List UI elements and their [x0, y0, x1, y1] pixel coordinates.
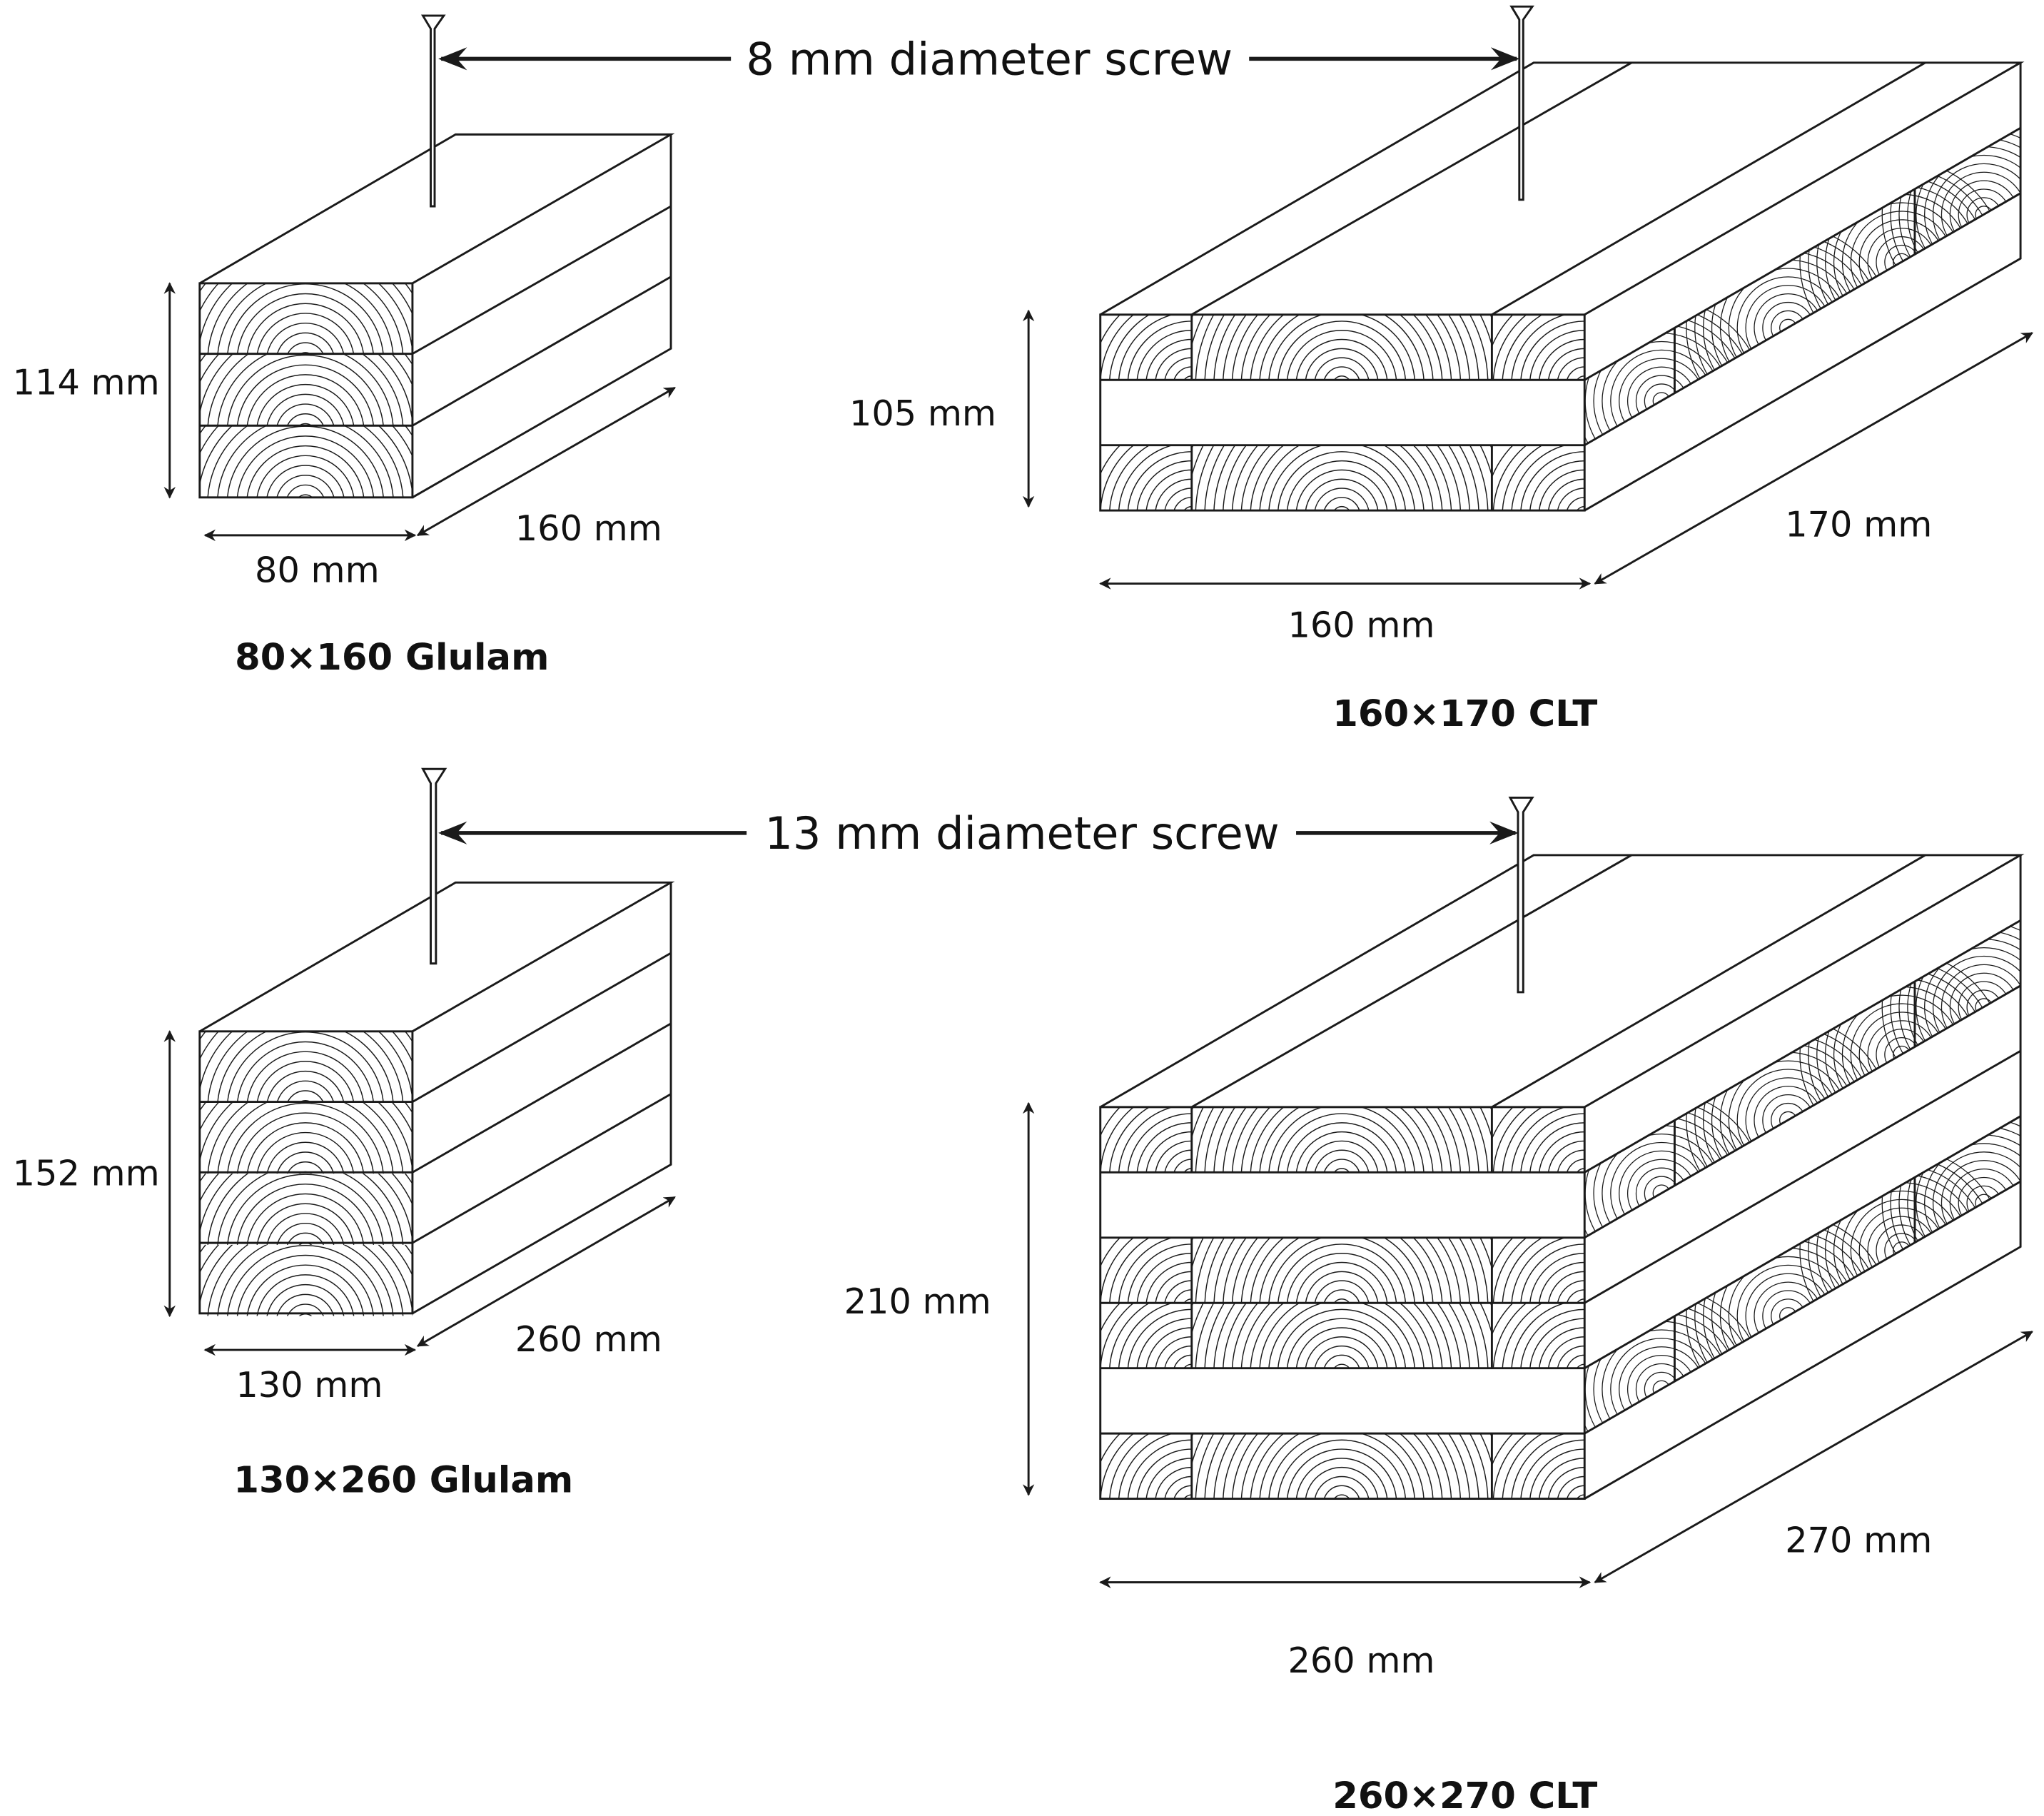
screw-label-8mm: 8 mm diameter screw — [746, 33, 1233, 85]
growth-rings — [199, 1031, 413, 1103]
screw-callout-8mm: 8 mm diameter screw — [438, 33, 1520, 85]
growth-rings — [199, 1174, 413, 1245]
dim-label-clt-large-width: 260 mm — [1287, 1640, 1435, 1681]
growth-rings — [1191, 314, 1492, 380]
screw-label-13mm: 13 mm diameter screw — [764, 807, 1279, 859]
title-glulam-small: 80×160 Glulam — [235, 636, 549, 679]
dim-label-glulam-small-height: 114 mm — [13, 361, 160, 403]
growth-rings — [199, 1102, 413, 1174]
side-growth-rings — [1584, 1116, 2021, 1434]
growth-rings — [1191, 1106, 1492, 1173]
dim-label-glulam-small-depth: 160 mm — [515, 508, 662, 549]
title-clt-small: 160×170 CLT — [1332, 692, 1597, 735]
dim-label-glulam-small-width: 80 mm — [255, 550, 380, 591]
growth-rings — [199, 425, 413, 497]
dim-line-clt-small-depth — [1594, 332, 2033, 585]
growth-rings — [1191, 1433, 1492, 1499]
dim-label-clt-small-width: 160 mm — [1287, 605, 1435, 646]
screw-callout-13mm: 13 mm diameter screw — [438, 807, 1519, 859]
dim-label-clt-small-height: 105 mm — [849, 393, 996, 434]
growth-rings — [199, 1244, 413, 1316]
dim-label-clt-large-height: 210 mm — [844, 1281, 991, 1322]
growth-rings — [199, 354, 413, 426]
dim-label-glulam-large-width: 130 mm — [236, 1364, 383, 1406]
growth-rings — [1191, 1237, 1492, 1303]
glulam-large-block — [198, 881, 675, 1316]
glulam-small-block — [198, 133, 675, 499]
dim-label-clt-small-depth: 170 mm — [1785, 504, 1932, 545]
dim-label-glulam-large-height: 152 mm — [13, 1153, 160, 1194]
title-clt-large: 260×270 CLT — [1332, 1775, 1597, 1816]
title-glulam-large: 130×260 Glulam — [233, 1458, 573, 1501]
side-growth-rings — [1584, 920, 2021, 1238]
growth-rings — [1191, 1303, 1492, 1368]
screw-8mm-left — [420, 14, 446, 208]
clt-small-block — [1099, 61, 2025, 512]
screw-8mm-right — [1509, 5, 1534, 201]
dim-line-glulam-small-depth — [416, 386, 676, 537]
screw-13mm-right — [1508, 796, 1534, 994]
dim-label-glulam-large-depth: 260 mm — [515, 1318, 662, 1360]
growth-rings — [1191, 445, 1492, 511]
growth-rings — [199, 283, 413, 355]
dim-label-clt-large-depth: 270 mm — [1785, 1520, 1932, 1561]
dim-line-glulam-large-depth — [416, 1196, 676, 1347]
dim-line-clt-large-depth — [1594, 1331, 2033, 1583]
screw-13mm-left — [421, 767, 447, 965]
side-growth-rings — [1584, 128, 2021, 445]
